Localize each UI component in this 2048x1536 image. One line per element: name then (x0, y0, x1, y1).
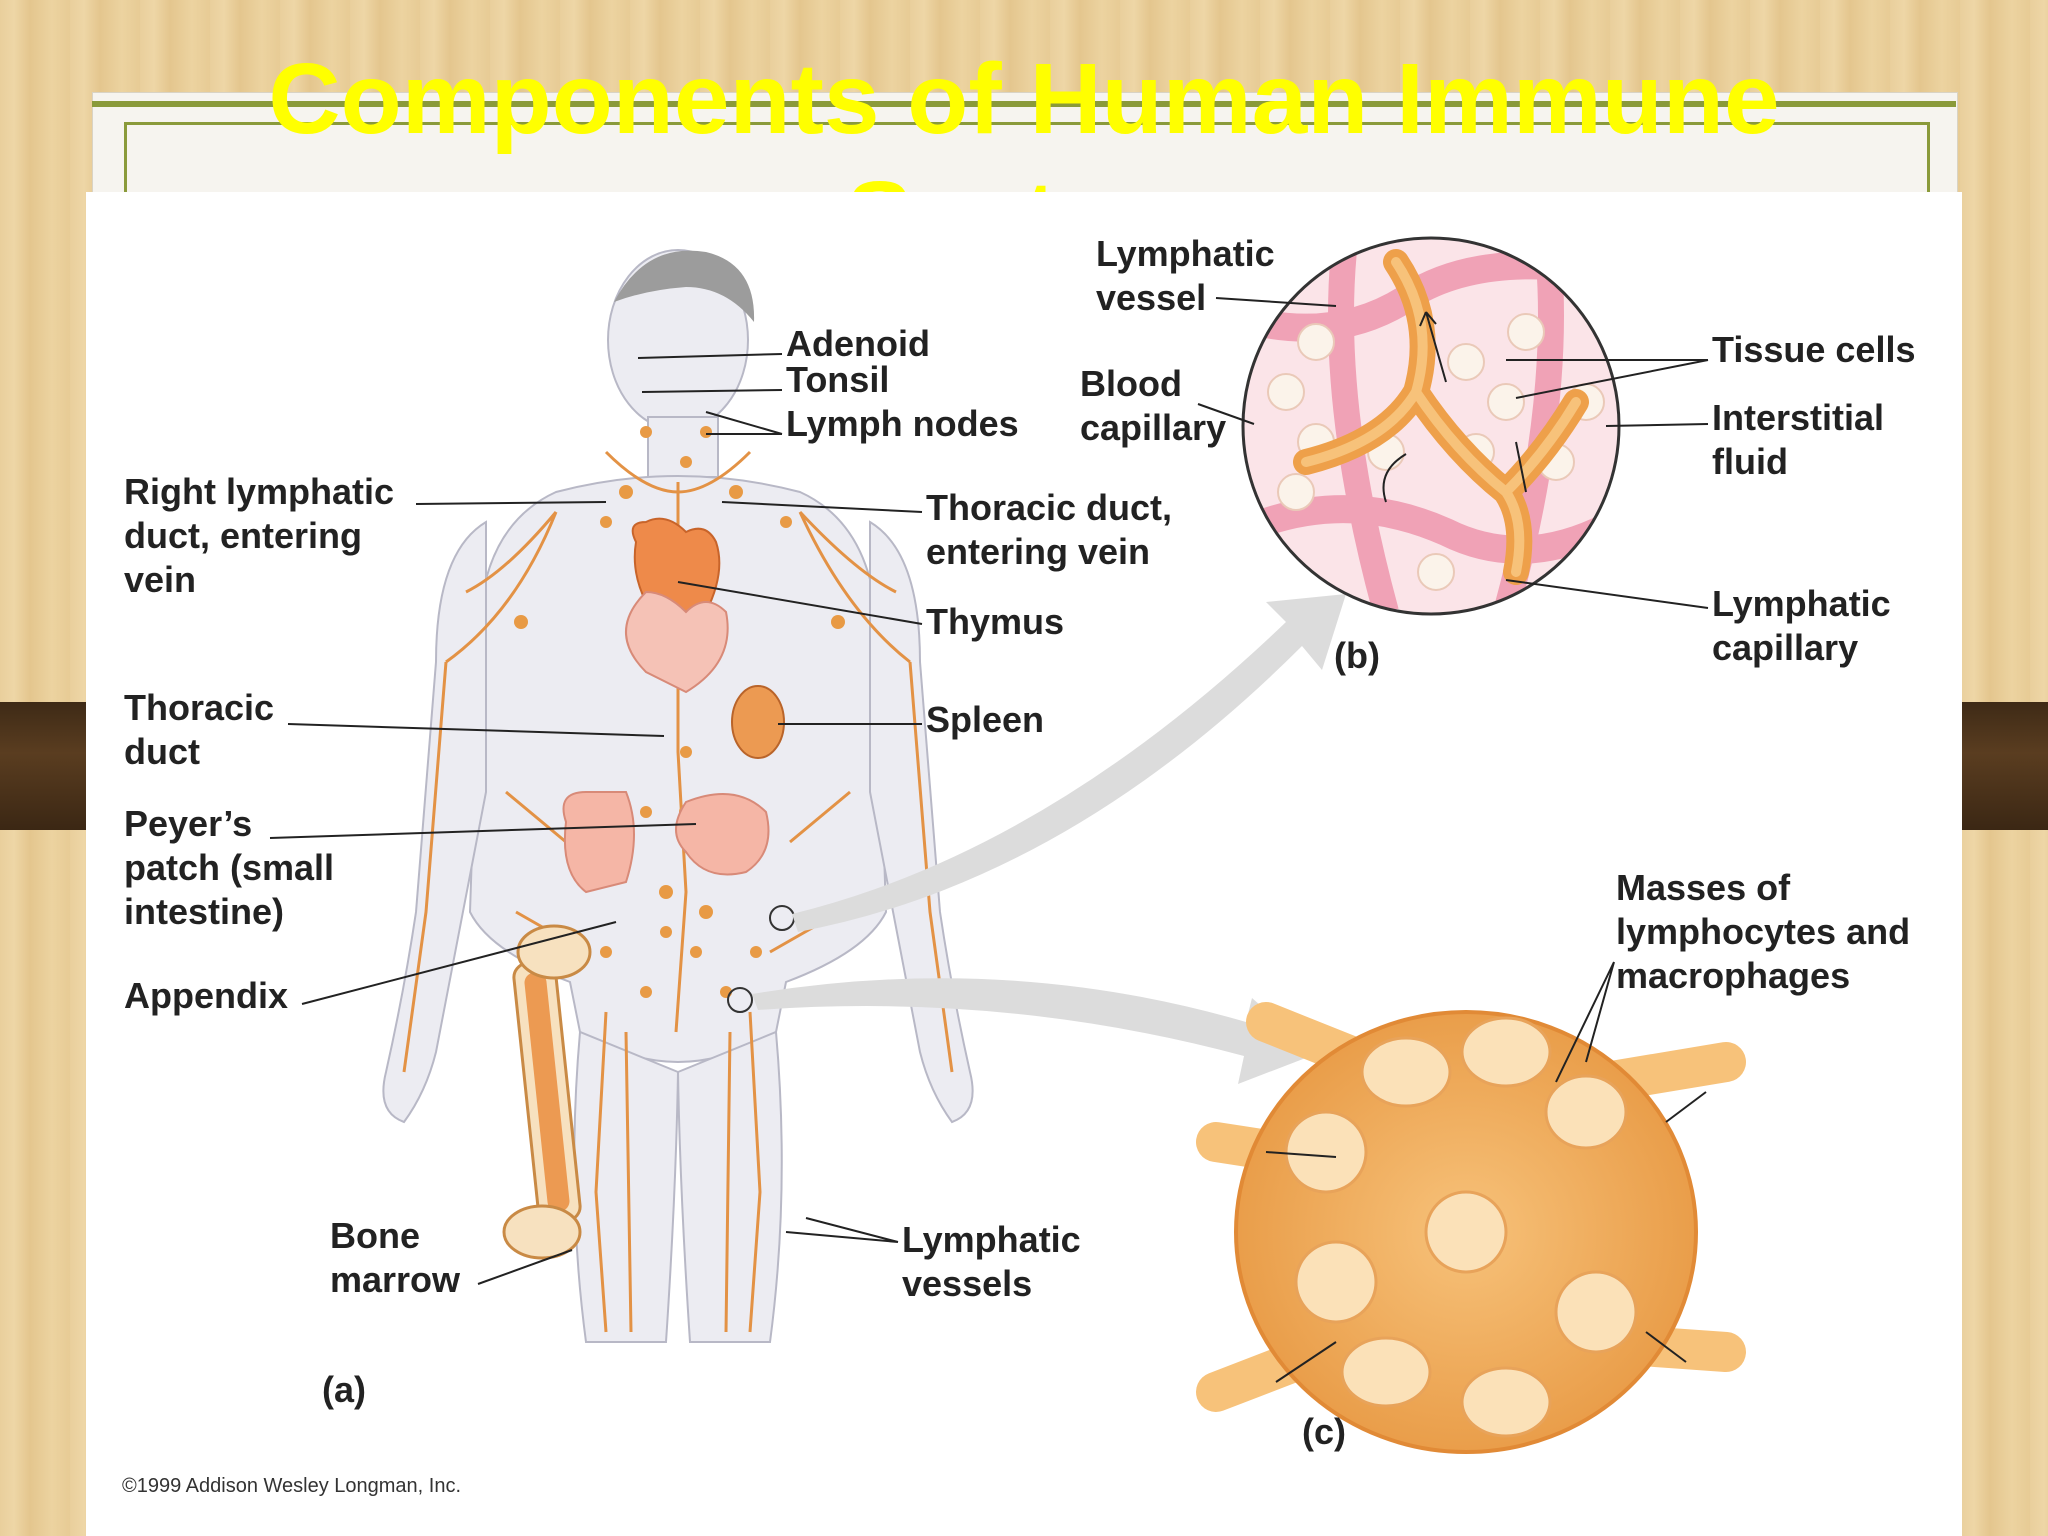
label-peyers-1: Peyer’s (124, 803, 252, 844)
label-lymphatic-vessel-2: vessel (1096, 277, 1206, 318)
label-lymph-nodes: Lymph nodes (786, 403, 1019, 444)
panel-label-b: (b) (1334, 635, 1380, 676)
small-intestine (675, 793, 770, 876)
label-spleen: Spleen (926, 699, 1044, 740)
label-lymphatic-capillary-1: Lymphatic (1712, 583, 1891, 624)
spleen (731, 685, 785, 759)
figure-labels: Adenoid Tonsil Lymph nodes Right lymphat… (122, 233, 1915, 1497)
label-peyers-3: intestine) (124, 891, 284, 932)
panel-label-c: (c) (1302, 1411, 1346, 1452)
label-blood-capillary-1: Blood (1080, 363, 1182, 404)
label-tissue-cells: Tissue cells (1712, 329, 1915, 370)
label-peyers-2: patch (small (124, 847, 334, 888)
label-adenoid: Adenoid (786, 323, 930, 364)
label-right-lymphatic-2: duct, entering (124, 515, 362, 556)
label-masses-2: lymphocytes and (1616, 911, 1910, 952)
lymphatic-vessel-network (402, 450, 954, 1333)
copyright-text: ©1999 Addison Wesley Longman, Inc. (122, 1475, 461, 1497)
title-strike-line (92, 101, 1956, 107)
label-lymphatic-vessels-1: Lymphatic (902, 1219, 1081, 1260)
label-bone-marrow-2: marrow (330, 1259, 461, 1300)
label-interstitial-2: fluid (1712, 441, 1788, 482)
label-leader-lines (269, 297, 1709, 1285)
label-thymus: Thymus (926, 601, 1064, 642)
label-blood-capillary-2: capillary (1080, 407, 1226, 448)
lymph-node-closeup (1196, 1002, 1746, 1454)
femur-bone-marrow (502, 924, 592, 1260)
label-masses-1: Masses of (1616, 867, 1791, 908)
lymphatic-system-figure: Adenoid Tonsil Lymph nodes Right lymphat… (86, 192, 1962, 1536)
hair (614, 250, 755, 322)
label-lymphatic-vessel-1: Lymphatic (1096, 233, 1275, 274)
label-appendix: Appendix (124, 975, 288, 1016)
label-bone-marrow-1: Bone (330, 1215, 420, 1256)
large-intestine (562, 791, 635, 894)
zoom-arrow-c (752, 978, 1316, 1084)
label-right-lymphatic-1: Right lymphatic (124, 471, 394, 512)
zoom-arrow-b (792, 594, 1346, 932)
label-thoracic-duct-vein-1: Thoracic duct, (926, 487, 1172, 528)
label-thoracic-duct-vein-2: entering vein (926, 531, 1150, 572)
panel-label-a: (a) (322, 1369, 366, 1410)
label-thoracic-duct-1: Thoracic (124, 687, 274, 728)
slide-frame (124, 122, 1930, 255)
right-arm (382, 520, 487, 1124)
figure-svg: Adenoid Tonsil Lymph nodes Right lymphat… (122, 233, 1915, 1497)
label-tonsil: Tonsil (786, 359, 889, 400)
label-lymphatic-vessels-2: vessels (902, 1263, 1032, 1304)
label-thoracic-duct-2: duct (124, 731, 200, 772)
label-right-lymphatic-3: vein (124, 559, 196, 600)
human-body-illustration (382, 249, 974, 1343)
zoom-marker-c (727, 987, 753, 1013)
label-masses-3: macrophages (1616, 955, 1850, 996)
heart (625, 590, 729, 694)
left-arm (869, 520, 974, 1124)
label-lymphatic-capillary-2: capillary (1712, 627, 1858, 668)
tissue-closeup (1241, 236, 1621, 616)
label-interstitial-1: Interstitial (1712, 397, 1884, 438)
